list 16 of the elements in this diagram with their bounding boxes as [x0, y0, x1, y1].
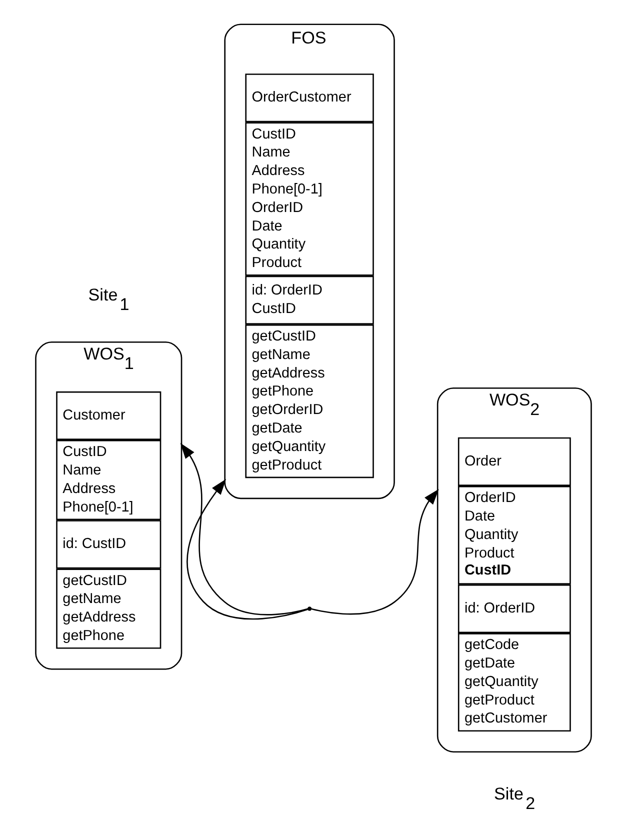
arrow — [310, 489, 438, 615]
node-box: OrderCustomer — [244, 74, 374, 122]
node-box: id: OrderID CustID — [244, 276, 374, 324]
node-box: Customer — [56, 391, 161, 440]
node-box: id: CustID — [56, 520, 161, 569]
arrow — [186, 479, 308, 620]
node-box: getCustID getName getAddress getPhone getOrderID getDate getQuantity getProduct — [244, 324, 374, 478]
node-box: getCode getDate getQuantity getProduct getCustomer — [457, 633, 570, 732]
arrow — [180, 443, 308, 616]
node-box: getCustID getName getAddress getPhone — [56, 568, 161, 649]
node-box: CustID Name Address Phone[0-1] — [56, 440, 161, 520]
node-point — [306, 606, 312, 611]
node-box: id: OrderID — [457, 584, 570, 634]
node-box: OrderID Date Quantity Product CustID — [457, 486, 570, 584]
node-box: Order — [457, 437, 570, 486]
node-box: CustID Name Address Phone[0-1] OrderID Date Quantity Product — [244, 122, 374, 276]
